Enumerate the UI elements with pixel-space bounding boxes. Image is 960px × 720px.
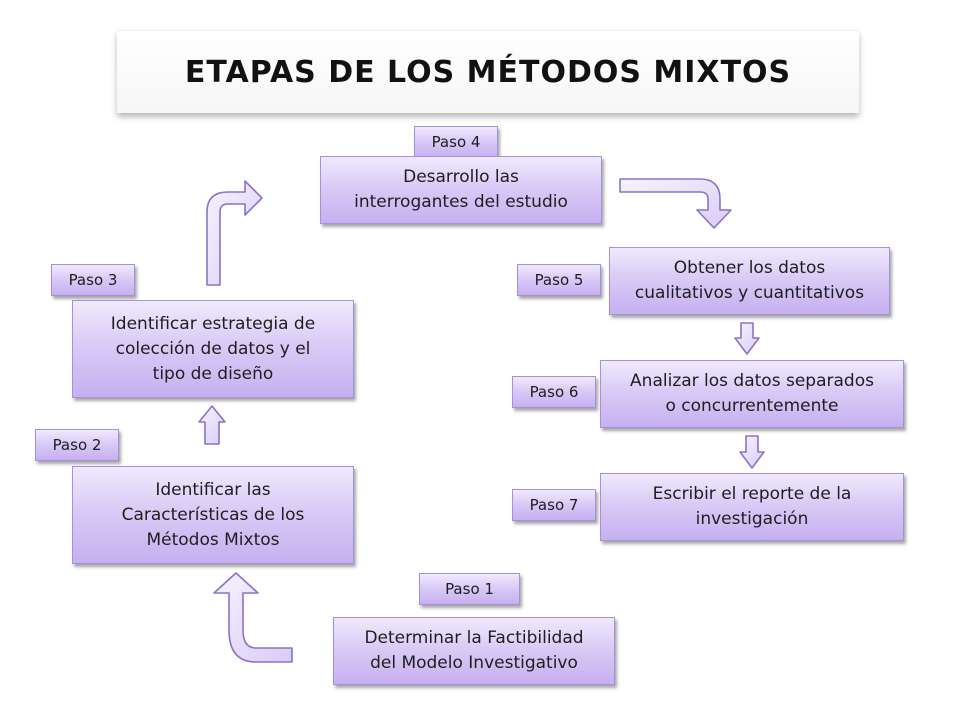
diagram-title: ETAPAS DE LOS MÉTODOS MIXTOS: [184, 54, 792, 90]
step-6-box: Analizar los datos separados o concurren…: [600, 360, 904, 428]
down-arrow-step5-to-step6: [734, 322, 760, 355]
step-4-label: Paso 4: [414, 126, 498, 158]
step-7-label: Paso 7: [512, 489, 596, 521]
step-3-box: Identificar estrategia de colección de d…: [72, 300, 354, 398]
uturn-arrow-step1-to-step2: [213, 572, 293, 663]
step-3-label: Paso 3: [51, 264, 135, 296]
step-2-label: Paso 2: [35, 429, 119, 461]
step-2-box: Identificar las Características de los M…: [72, 466, 354, 564]
title-banner: ETAPAS DE LOS MÉTODOS MIXTOS: [117, 30, 859, 113]
step-6-label: Paso 6: [512, 376, 596, 408]
step-7-box: Escribir el reporte de la investigación: [600, 473, 904, 541]
step-5-box: Obtener los datos cualitativos y cuantit…: [609, 247, 890, 315]
step-1-box: Determinar la Factibilidad del Modelo In…: [333, 617, 615, 685]
up-arrow-step2-to-step3: [198, 405, 226, 445]
bent-arrow-step3-to-step4: [206, 180, 263, 286]
step-5-label: Paso 5: [517, 264, 601, 296]
step-1-label: Paso 1: [419, 573, 520, 605]
down-arrow-step6-to-step7: [739, 435, 765, 469]
step-4-box: Desarrollo las interrogantes del estudio: [320, 156, 602, 224]
bent-arrow-step4-to-step5: [619, 178, 732, 229]
